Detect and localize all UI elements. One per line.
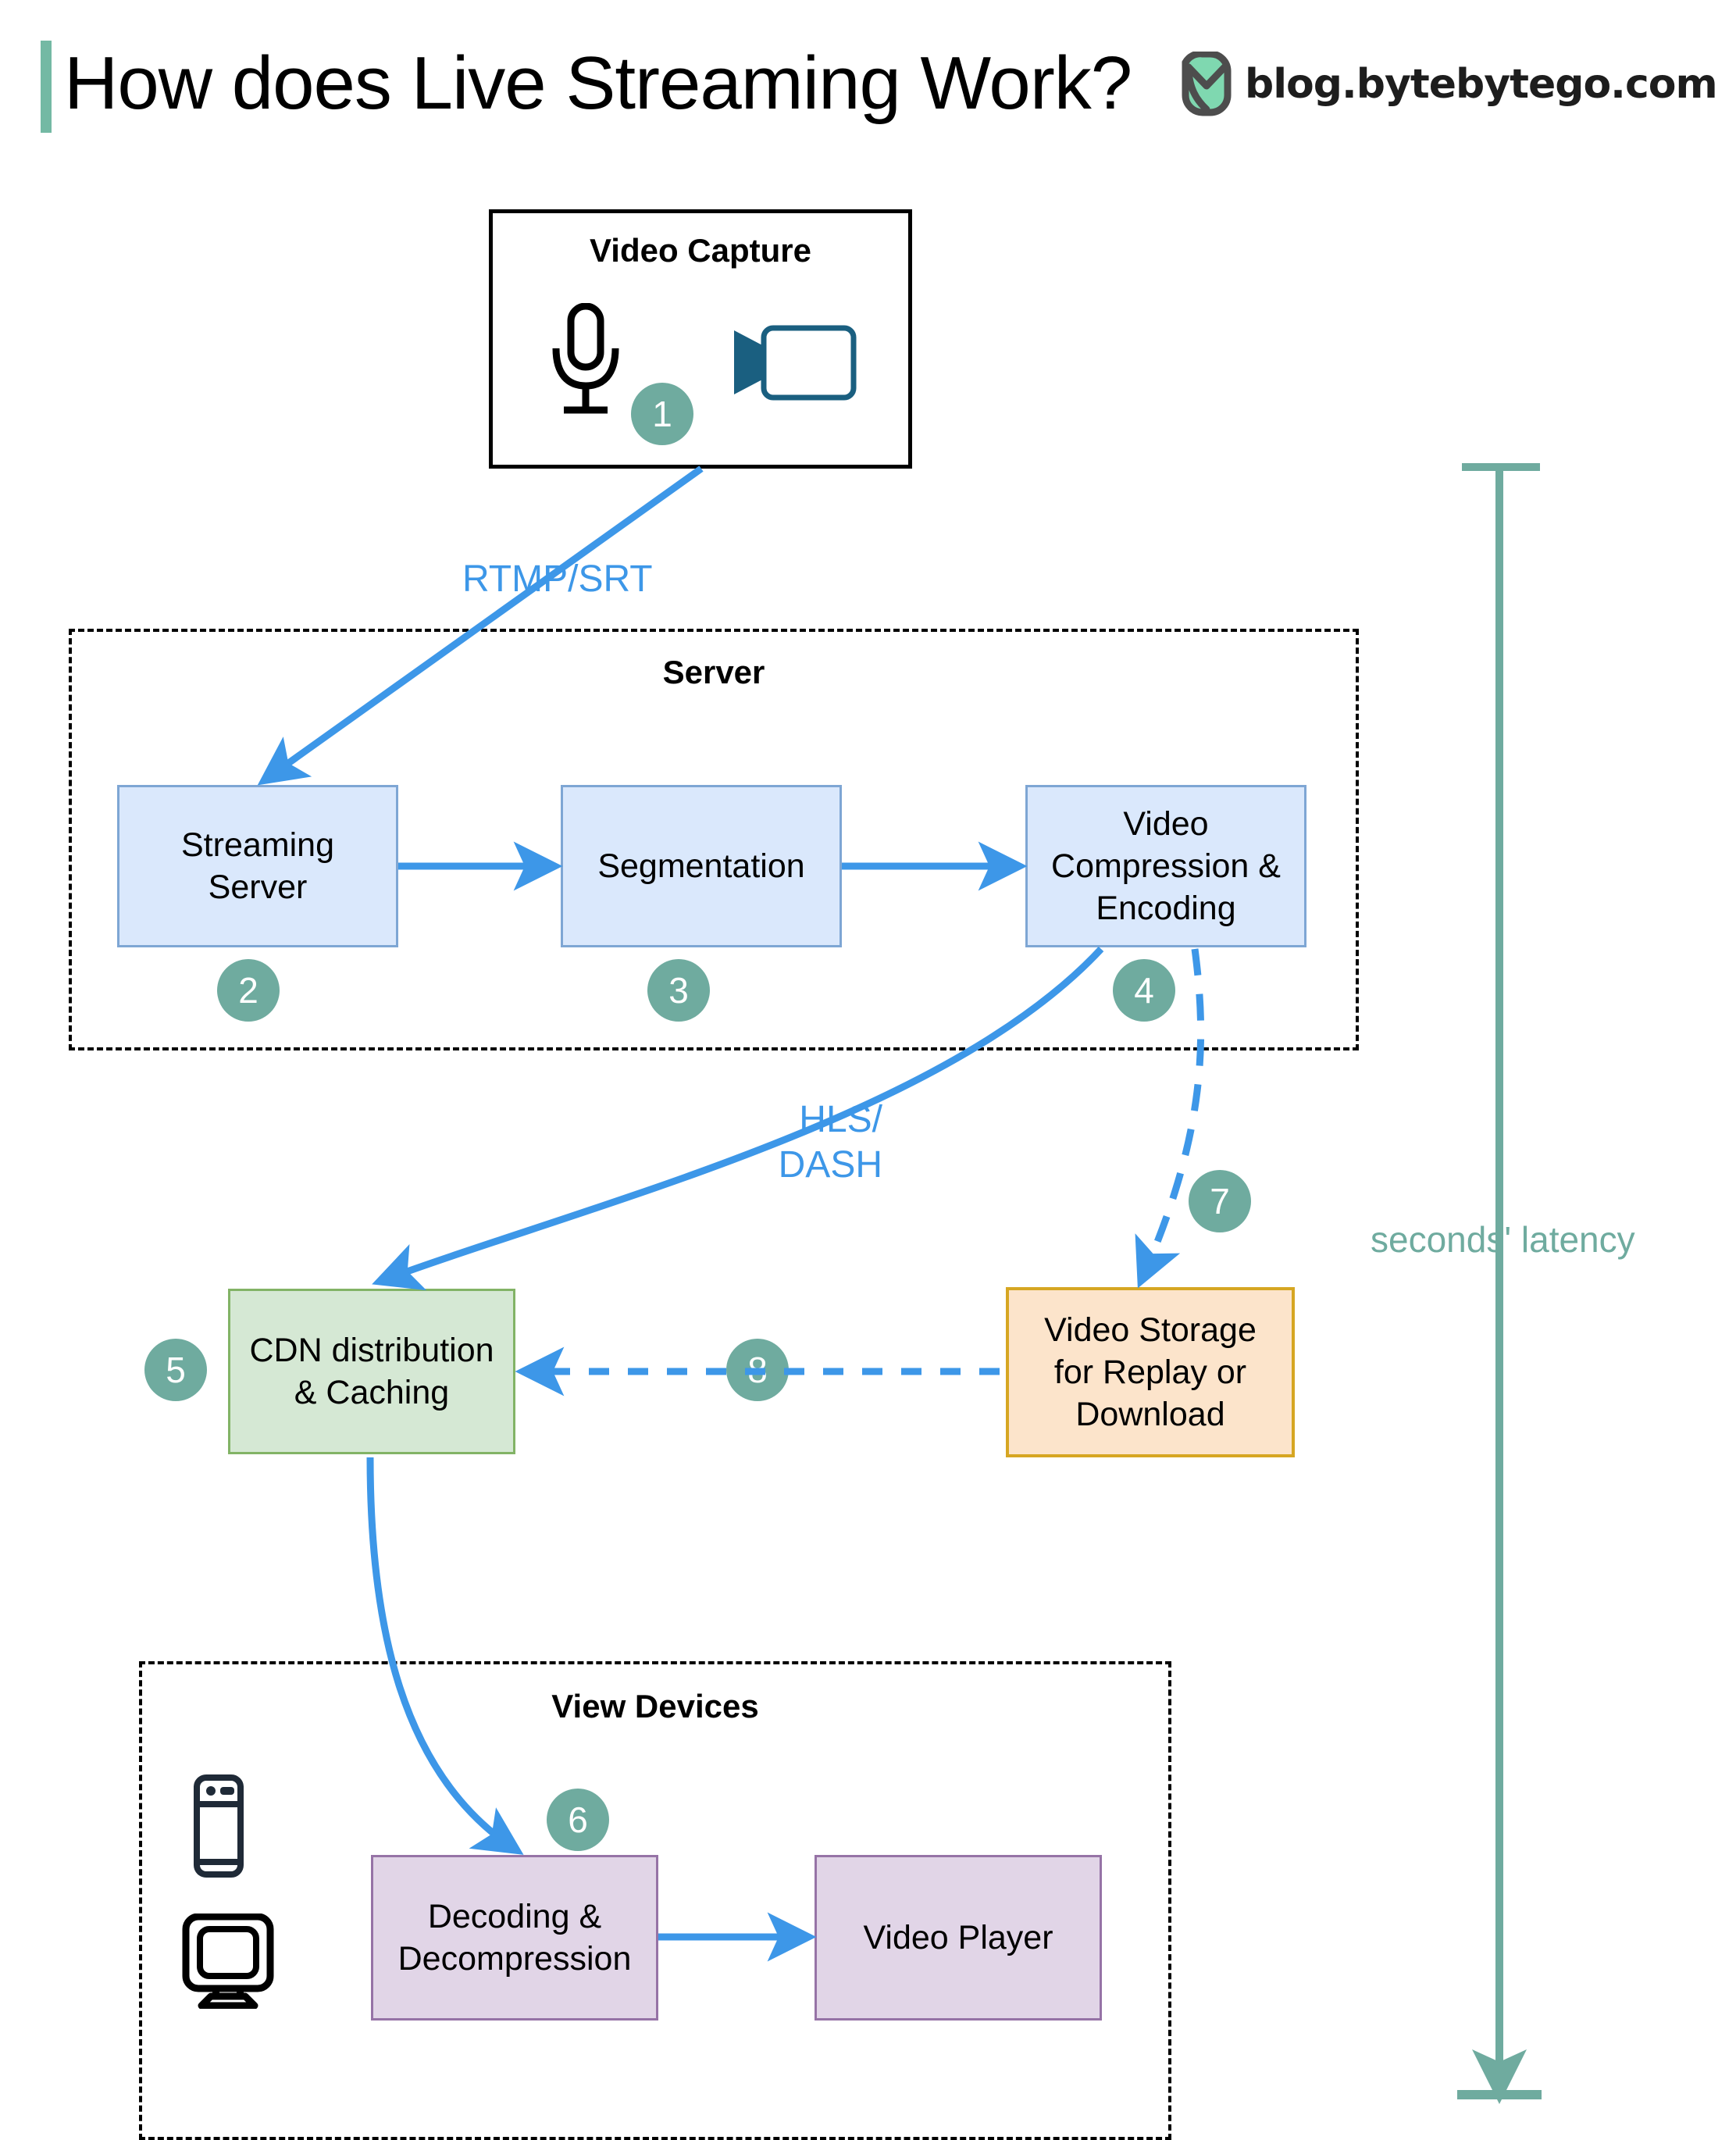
- brand-watermark: blog.bytebytego.com: [1178, 52, 1718, 117]
- node-segmentation-label: Segmentation: [597, 847, 805, 885]
- title-accent-bar: [41, 41, 52, 133]
- node-cdn[interactable]: CDN distribution & Caching: [228, 1289, 515, 1454]
- node-video-compression[interactable]: Video Compression & Encoding: [1025, 785, 1306, 947]
- node-streaming-server[interactable]: Streaming Server: [117, 785, 398, 947]
- mobile-phone-icon: [194, 1774, 244, 1878]
- step-badge-7: 7: [1189, 1170, 1251, 1232]
- bytebytego-logo-icon: [1178, 52, 1235, 117]
- step-badge-4: 4: [1113, 959, 1175, 1022]
- node-decoding[interactable]: Decoding & Decompression: [371, 1855, 658, 2021]
- step-badge-6: 6: [547, 1789, 609, 1851]
- node-cdn-label: CDN distribution & Caching: [249, 1332, 494, 1411]
- camcorder-icon: [725, 324, 857, 402]
- microphone-icon: [547, 303, 625, 416]
- step-badge-8: 8: [726, 1339, 789, 1401]
- flow-label-hls-dash: HLS/ DASH: [778, 1099, 882, 1186]
- step-badge-5: 5: [144, 1339, 207, 1401]
- view-devices-title: View Devices: [551, 1688, 759, 1724]
- node-video-storage[interactable]: Video Storage for Replay or Download: [1006, 1287, 1295, 1457]
- step-badge-2: 2: [217, 959, 280, 1022]
- video-capture-title: Video Capture: [590, 232, 811, 269]
- node-decoding-label: Decoding & Decompression: [397, 1898, 632, 1978]
- brand-url: blog.bytebytego.com: [1245, 61, 1718, 108]
- node-video-storage-label: Video Storage for Replay or Download: [1044, 1311, 1257, 1433]
- server-title: Server: [662, 654, 765, 690]
- desktop-monitor-icon: [181, 1914, 275, 2009]
- node-streaming-server-label: Streaming Server: [181, 826, 334, 906]
- step-badge-3: 3: [647, 959, 710, 1022]
- node-segmentation[interactable]: Segmentation: [561, 785, 842, 947]
- latency-label: seconds' latency: [1371, 1219, 1635, 1260]
- node-video-compression-label: Video Compression & Encoding: [1051, 805, 1281, 927]
- node-video-player[interactable]: Video Player: [815, 1855, 1102, 2021]
- node-video-player-label: Video Player: [863, 1919, 1053, 1956]
- step-badge-1: 1: [631, 383, 693, 445]
- page-title: How does Live Streaming Work?: [64, 41, 1132, 125]
- flow-label-rtmp-srt: RTMP/SRT: [462, 558, 653, 600]
